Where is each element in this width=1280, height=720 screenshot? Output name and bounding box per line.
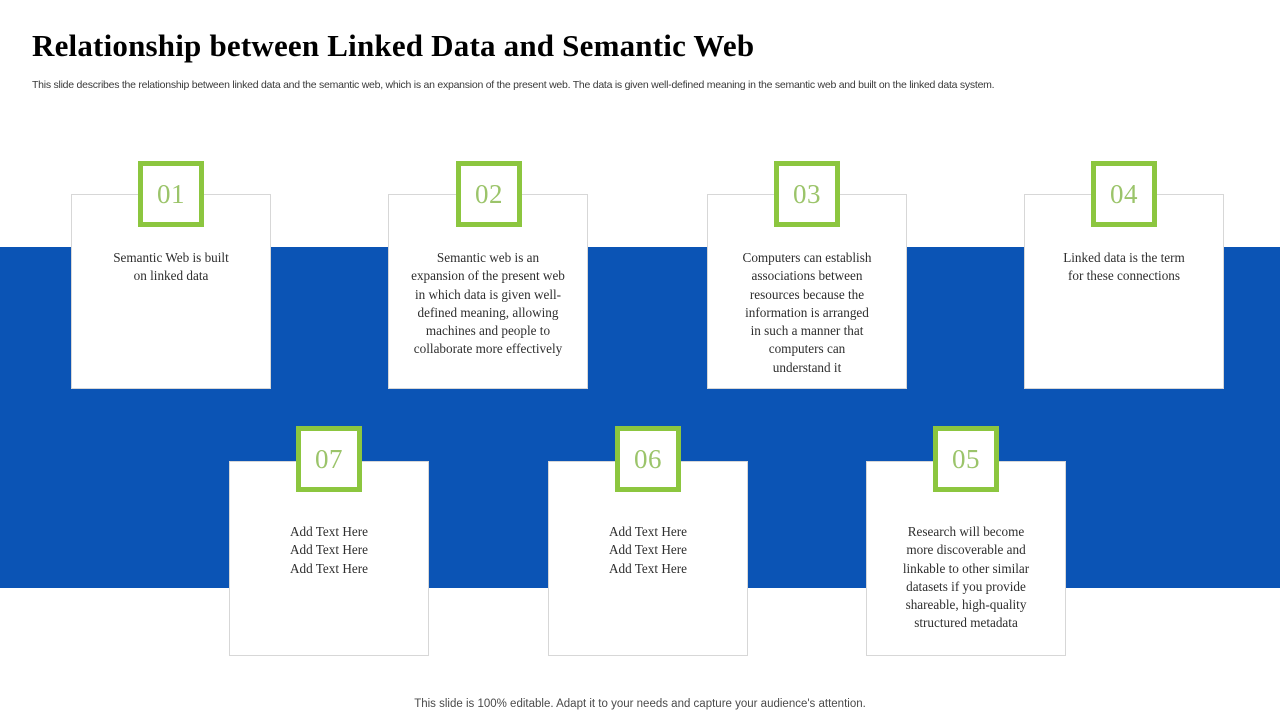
slide-footer-note: This slide is 100% editable. Adapt it to… [414,698,866,710]
card-07[interactable]: Add Text Here Add Text Here Add Text Her… [229,461,429,656]
card-05-text: Research will become more discoverable a… [902,524,1030,631]
number-badge-01-label: 01 [157,178,185,209]
card-03-text: Computers can establish associations bet… [742,250,872,375]
number-badge-05[interactable]: 05 [933,426,999,492]
number-badge-03[interactable]: 03 [774,161,840,227]
card-07-text: Add Text Here Add Text Here Add Text Her… [290,524,368,576]
card-06[interactable]: Add Text Here Add Text Here Add Text Her… [548,461,748,656]
card-05[interactable]: Research will become more discoverable a… [866,461,1066,656]
number-badge-03-label: 03 [793,178,821,209]
number-badge-04[interactable]: 04 [1091,161,1157,227]
card-06-text: Add Text Here Add Text Here Add Text Her… [609,524,687,576]
number-badge-05-label: 05 [952,443,980,474]
number-badge-02[interactable]: 02 [456,161,522,227]
number-badge-04-label: 04 [1110,178,1138,209]
card-04-text: Linked data is the term for these connec… [1063,250,1185,284]
card-01-text: Semantic Web is built on linked data [113,250,229,284]
number-badge-07[interactable]: 07 [296,426,362,492]
page-title: Relationship between Linked Data and Sem… [32,28,755,63]
number-badge-06[interactable]: 06 [615,426,681,492]
card-02-text: Semantic web is an expansion of the pres… [411,250,565,357]
number-badge-01[interactable]: 01 [138,161,204,227]
number-badge-02-label: 02 [475,178,503,209]
number-badge-06-label: 06 [634,443,662,474]
number-badge-07-label: 07 [315,443,343,474]
page-subtitle: This slide describes the relationship be… [32,79,995,91]
